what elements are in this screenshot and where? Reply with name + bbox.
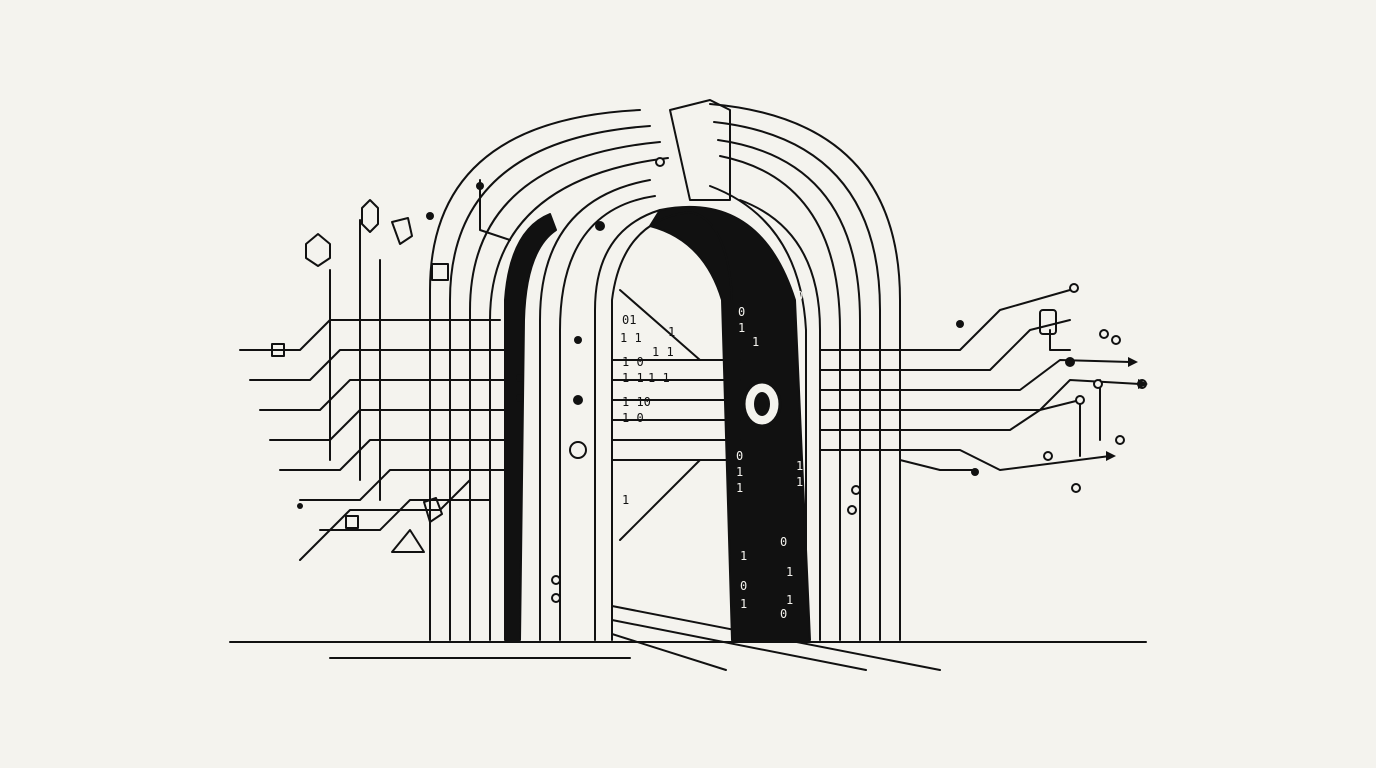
binary-digit: 0 — [796, 289, 803, 303]
binary-digit: 1 — [738, 321, 745, 335]
binary-digit: 1 — [796, 305, 803, 319]
circuit-nodes — [297, 182, 1075, 509]
binary-digit: 0 — [780, 607, 787, 621]
binary-digits-dark: 0 1 1 0 1 1 0 1 1 1 1 0 1 1 0 1 1 0 — [736, 289, 803, 621]
ground-lines — [229, 605, 1147, 671]
keystone — [669, 99, 731, 201]
binary-digit: 1 — [752, 335, 759, 349]
binary-digit: 1 — [736, 481, 743, 495]
arch-rings-left — [429, 109, 669, 641]
binary-digit: 1 — [622, 493, 629, 507]
binary-digit: 1 1 — [622, 371, 644, 385]
arch-pillars — [539, 179, 821, 641]
circuit-traces-right — [819, 289, 1141, 471]
binary-digit: 1 0 — [622, 411, 644, 425]
binary-digit: 0 — [740, 579, 747, 593]
dark-band-left — [504, 213, 557, 641]
binary-digit: 1 — [786, 565, 793, 579]
circuit-traces-doorway — [611, 289, 741, 541]
binary-digit: 1 — [786, 593, 793, 607]
binary-digit: 1 — [668, 325, 675, 339]
binary-digit: 1 1 — [620, 331, 642, 345]
binary-digit: 1 — [796, 321, 803, 335]
binary-digit: 1 — [740, 597, 747, 611]
binary-digit: 1 — [796, 459, 803, 473]
binary-digit: 0 — [736, 449, 743, 463]
binary-digit: 1 — [796, 475, 803, 489]
binary-digit: 01 — [622, 313, 636, 327]
binary-digit: 1 — [740, 549, 747, 563]
arrowheads — [1106, 357, 1148, 461]
binary-digit: 0 — [780, 535, 787, 549]
arch-rings-right — [709, 103, 901, 641]
binary-digit: 0 — [738, 305, 745, 319]
binary-digit: 1 10 — [622, 395, 651, 409]
dark-band-right — [649, 205, 811, 641]
doorway-edge — [611, 211, 733, 641]
binary-digit: 1 — [736, 465, 743, 479]
core-node — [742, 380, 782, 428]
binary-digit: 1 0 — [622, 355, 644, 369]
floating-shapes — [271, 199, 1057, 553]
binary-digits-left: 01 1 1 1 1 1 1 0 1 1 1 1 1 10 1 0 1 — [620, 313, 675, 507]
circuit-traces-left — [239, 179, 511, 561]
binary-digit: 1 1 — [652, 345, 674, 359]
binary-digit: 1 1 — [648, 371, 670, 385]
